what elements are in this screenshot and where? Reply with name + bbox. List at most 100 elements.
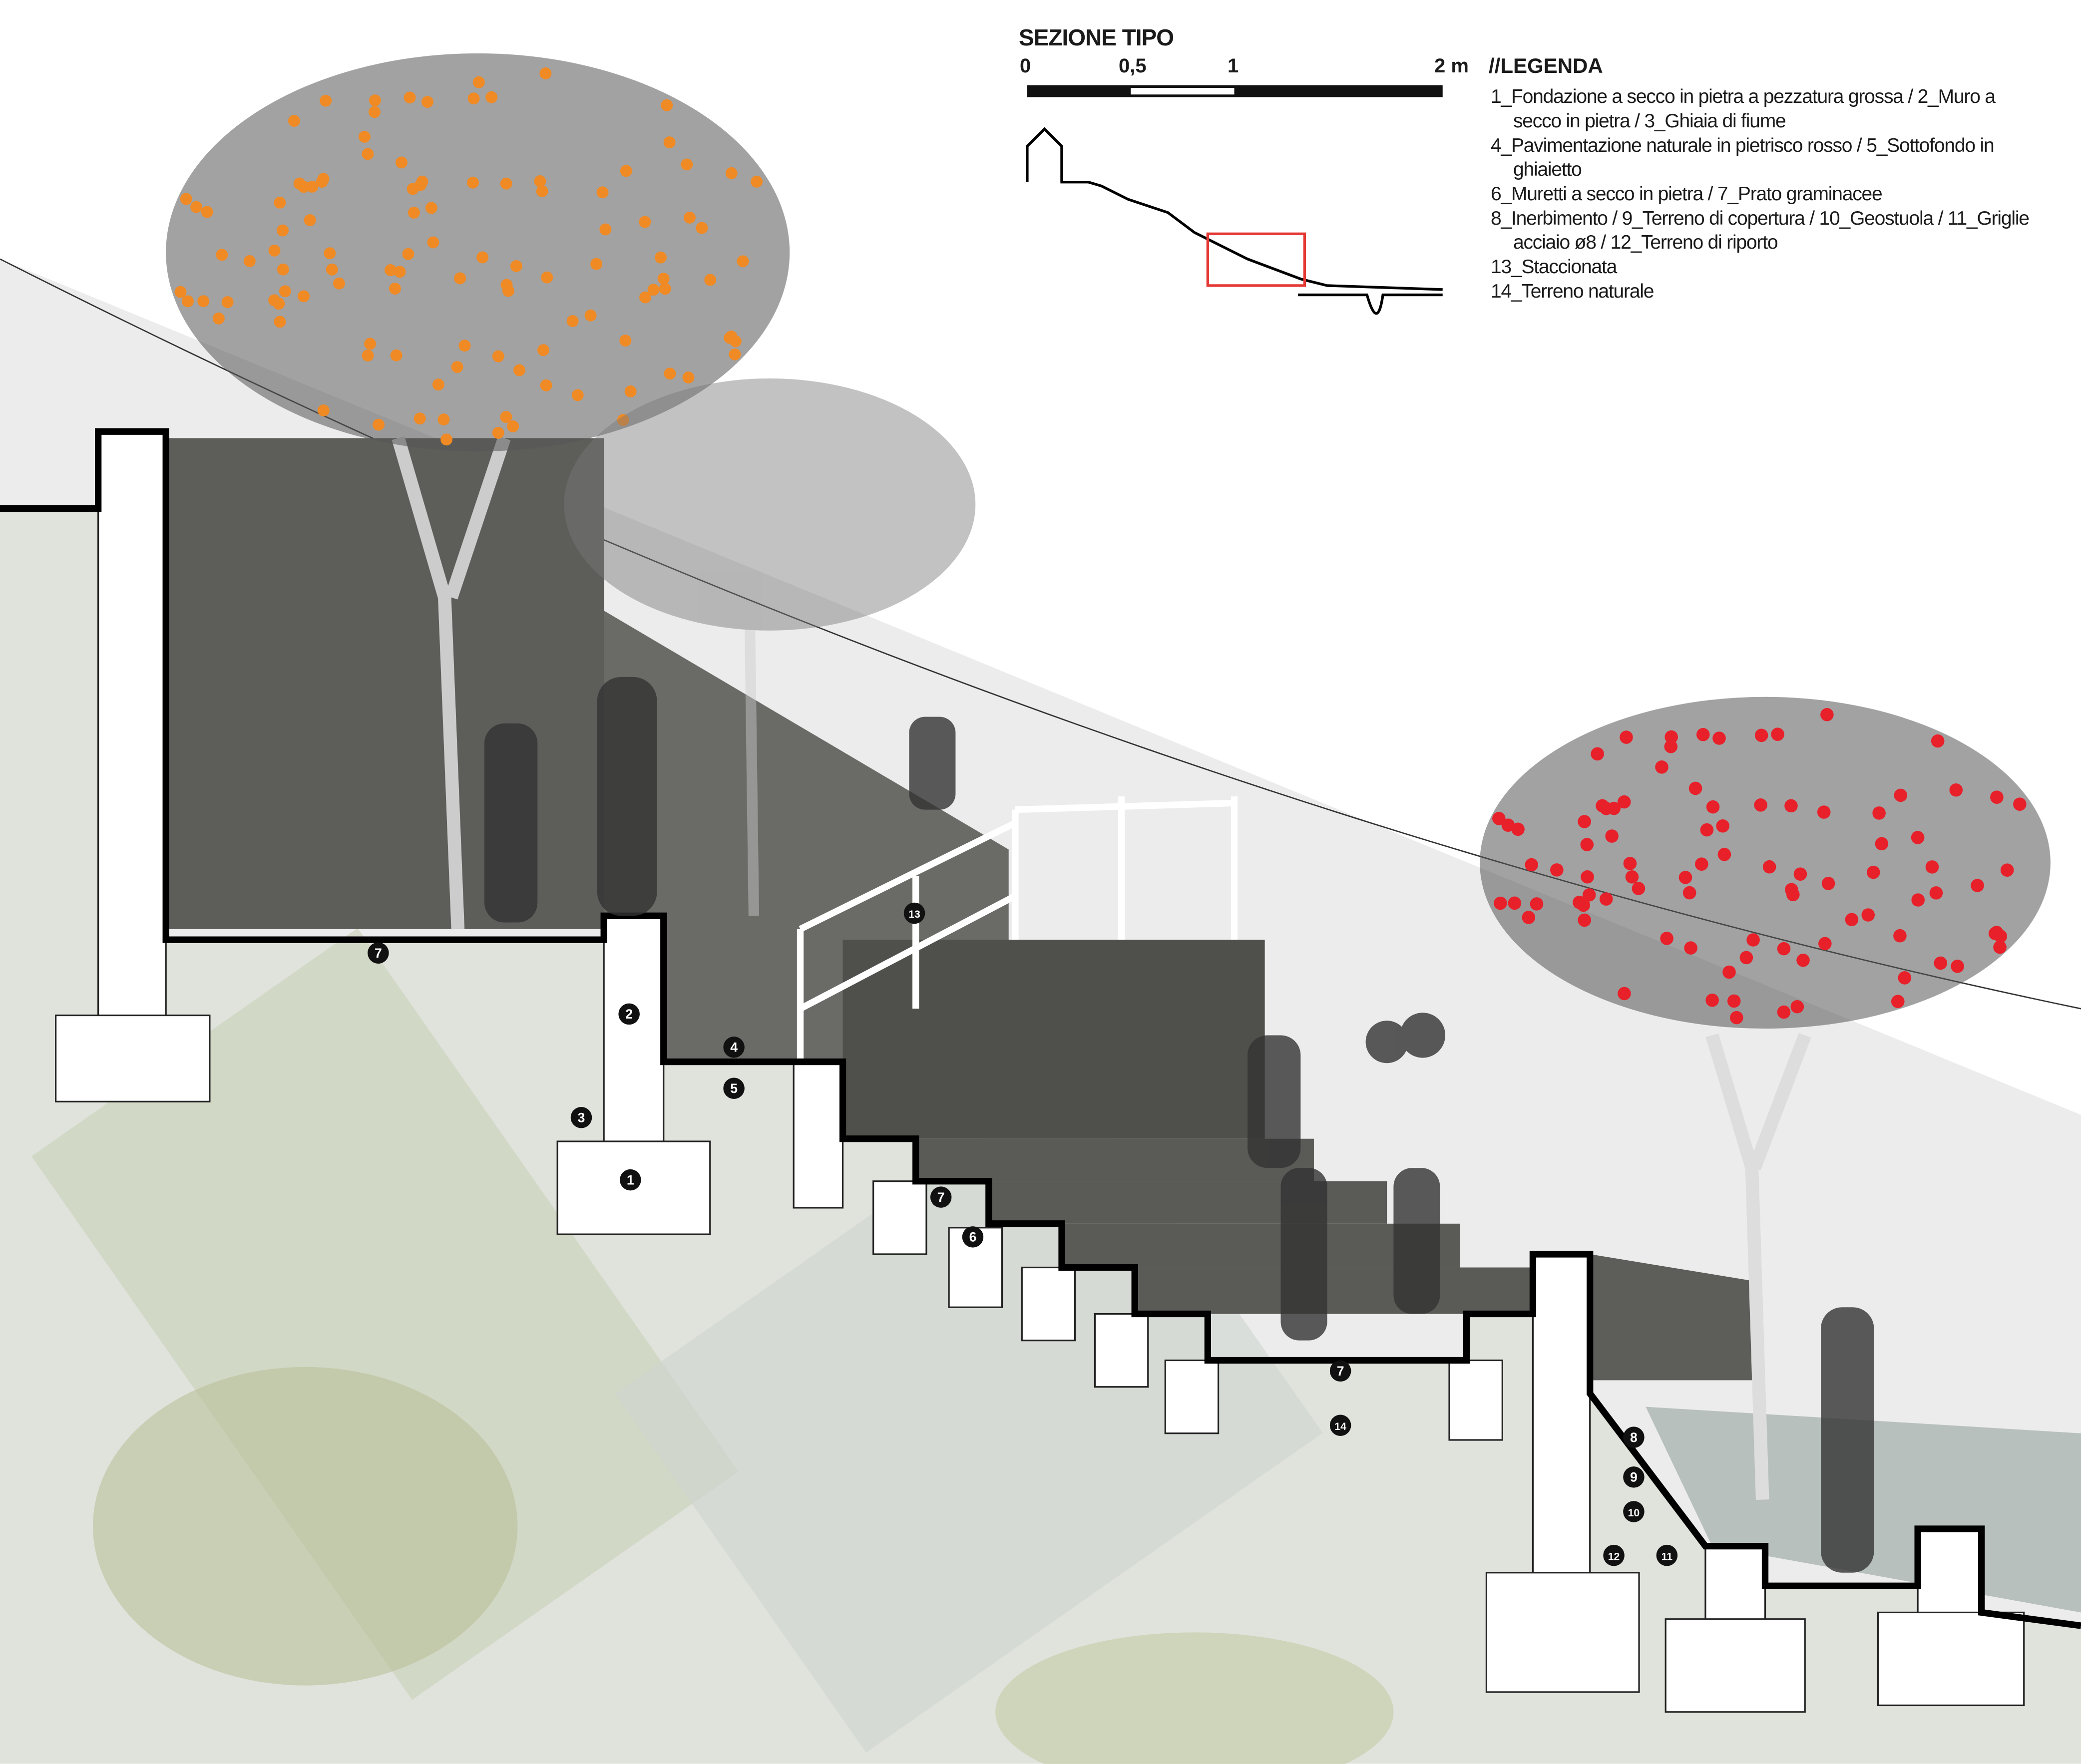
fruit-dot bbox=[369, 106, 381, 118]
fruit-dot bbox=[1716, 819, 1729, 833]
fruit-dot bbox=[596, 186, 609, 199]
fruit-dot bbox=[1605, 829, 1619, 843]
fruit-dot bbox=[268, 244, 281, 257]
svg-text:11: 11 bbox=[1662, 1550, 1673, 1562]
fruit-dot bbox=[437, 413, 450, 426]
svg-text:12: 12 bbox=[1608, 1550, 1620, 1562]
fruit-dot bbox=[414, 412, 426, 425]
fruit-dot bbox=[657, 273, 670, 285]
fruit-dot bbox=[1660, 932, 1673, 945]
fruit-dot bbox=[599, 223, 612, 236]
fruit-dot bbox=[2013, 797, 2027, 811]
fruit-dot bbox=[1581, 870, 1594, 884]
fruit-dot bbox=[729, 348, 741, 360]
fruit-dot bbox=[425, 202, 437, 214]
svg-text:7: 7 bbox=[1337, 1364, 1344, 1379]
fruit-dot bbox=[1525, 858, 1538, 872]
fruit-dot bbox=[197, 295, 210, 308]
fruit-dot bbox=[1911, 893, 1925, 907]
red-fruit-tree bbox=[1480, 697, 2051, 1500]
fruit-dot bbox=[492, 350, 504, 362]
fruit-dot bbox=[540, 379, 552, 391]
fruit-dot bbox=[1898, 971, 1912, 985]
fruit-dot bbox=[1727, 994, 1741, 1008]
fruit-dot bbox=[1754, 798, 1767, 812]
fruit-dot bbox=[362, 350, 374, 362]
fruit-dot bbox=[510, 260, 522, 272]
fruit-dot bbox=[1925, 860, 1939, 874]
legend-line: acciaio ø8 / 12_Terreno di riporto bbox=[1513, 232, 1778, 253]
fruit-dot bbox=[620, 165, 632, 177]
fruit-dot bbox=[1706, 800, 1720, 814]
fruit-dot bbox=[180, 193, 192, 205]
fruit-dot bbox=[216, 249, 228, 261]
fruit-dot bbox=[1620, 730, 1633, 744]
fruit-dot bbox=[394, 266, 406, 278]
fruit-dot bbox=[1578, 913, 1591, 927]
marker-12: 12 bbox=[1603, 1544, 1625, 1566]
fruit-dot bbox=[1655, 760, 1668, 774]
fruit-dot bbox=[1785, 883, 1798, 897]
fruit-dot bbox=[751, 175, 763, 188]
fruit-dot bbox=[571, 389, 584, 401]
fruit-dot bbox=[1934, 956, 1948, 970]
fruit-dot bbox=[584, 309, 597, 322]
fruit-dot bbox=[725, 167, 738, 179]
legend-line: 8_Inerbimento / 9_Terreno di copertura /… bbox=[1491, 208, 2030, 229]
fruit-dot bbox=[1784, 799, 1798, 813]
fruit-dot bbox=[1730, 1011, 1743, 1025]
fruit-dot bbox=[1739, 951, 1753, 965]
fruit-dot bbox=[182, 295, 194, 308]
svg-text:7: 7 bbox=[937, 1190, 945, 1205]
marker-5: 5 bbox=[723, 1077, 745, 1099]
fruit-dot bbox=[407, 183, 419, 195]
fruit-dot bbox=[298, 290, 310, 303]
fruit-dot bbox=[451, 361, 463, 373]
fruit-dot bbox=[663, 136, 676, 148]
svg-text:2: 2 bbox=[625, 1007, 633, 1022]
fruit-dot bbox=[324, 247, 336, 260]
marker-3: 3 bbox=[570, 1106, 592, 1128]
fruit-dot bbox=[1820, 707, 1834, 721]
fruit-dot bbox=[1990, 790, 2004, 804]
marker-9: 9 bbox=[1623, 1466, 1645, 1488]
fruit-dot bbox=[500, 411, 512, 423]
fruit-dot bbox=[619, 335, 632, 347]
fruit-dot bbox=[684, 211, 696, 224]
fruit-dot bbox=[467, 92, 480, 105]
fruit-dot bbox=[1582, 888, 1596, 902]
plan-overlay bbox=[31, 928, 739, 1700]
fruit-dot bbox=[541, 271, 553, 284]
fruit-dot bbox=[2000, 863, 2014, 877]
fruit-dot bbox=[1591, 747, 1604, 761]
fruit-dot bbox=[277, 263, 289, 276]
fruit-dot bbox=[1694, 857, 1708, 871]
fruit-dot bbox=[317, 404, 330, 417]
fruit-dot bbox=[201, 206, 213, 218]
fruit-dot bbox=[1790, 1000, 1804, 1014]
shrub bbox=[995, 1632, 1394, 1764]
fruit-dot bbox=[1891, 995, 1905, 1009]
fruit-dot bbox=[1777, 942, 1791, 956]
fruit-dot bbox=[492, 426, 504, 439]
fruit-dot bbox=[408, 206, 420, 219]
fruit-dot bbox=[1712, 731, 1726, 745]
fruit-dot bbox=[737, 255, 749, 268]
fruit-dot bbox=[1993, 940, 2007, 954]
fruit-dot bbox=[1872, 806, 1886, 820]
svg-text:1: 1 bbox=[627, 1172, 634, 1187]
marker-4: 4 bbox=[723, 1037, 745, 1058]
legend-line: 13_Staccionata bbox=[1491, 256, 1617, 278]
ground-profile bbox=[0, 428, 2081, 1629]
key-section-diagram bbox=[1026, 127, 1443, 315]
fruit-dot bbox=[1722, 965, 1736, 979]
legend-line: secco in pietra / 3_Ghiaia di fiume bbox=[1513, 110, 1786, 132]
fruit-dot bbox=[537, 344, 549, 356]
fruit-dot bbox=[1596, 799, 1609, 813]
fruit-dot bbox=[1665, 730, 1678, 744]
fruit-dot bbox=[1508, 896, 1522, 910]
stone-step bbox=[988, 1181, 1387, 1224]
marker-10: 10 bbox=[1623, 1501, 1645, 1522]
svg-text:3: 3 bbox=[578, 1110, 585, 1125]
